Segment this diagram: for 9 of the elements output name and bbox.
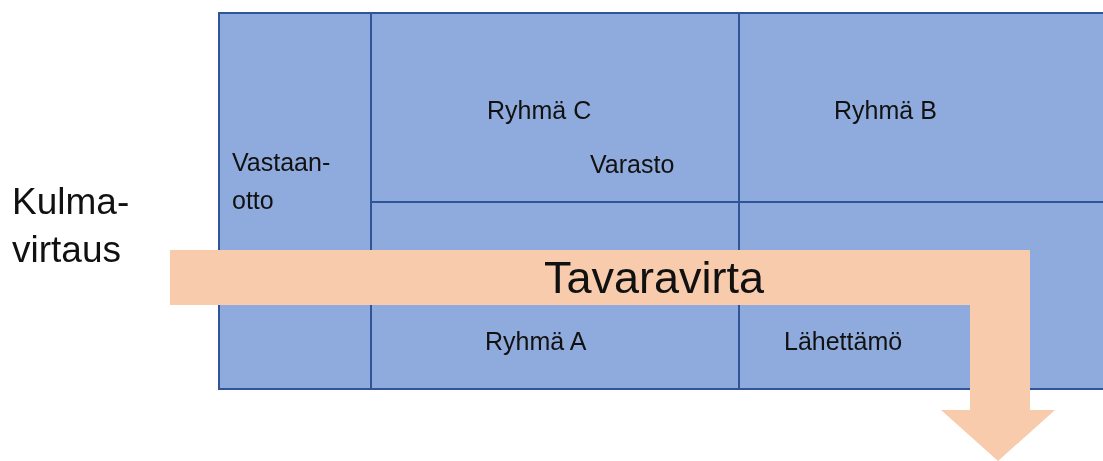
area-name: Ryhmä A (485, 327, 587, 356)
area-name: Ryhmä B (834, 96, 937, 125)
area-name: Vastaan- otto (232, 147, 332, 216)
area-name: Varasto (590, 149, 675, 180)
flow-arrow (170, 250, 1056, 461)
flow-label: Tavaravirta (544, 252, 765, 304)
area-name: Ryhmä C (487, 96, 592, 125)
area-name: Lähettämö (784, 327, 903, 356)
flow-type-label: Kulma- virtaus (12, 180, 131, 273)
